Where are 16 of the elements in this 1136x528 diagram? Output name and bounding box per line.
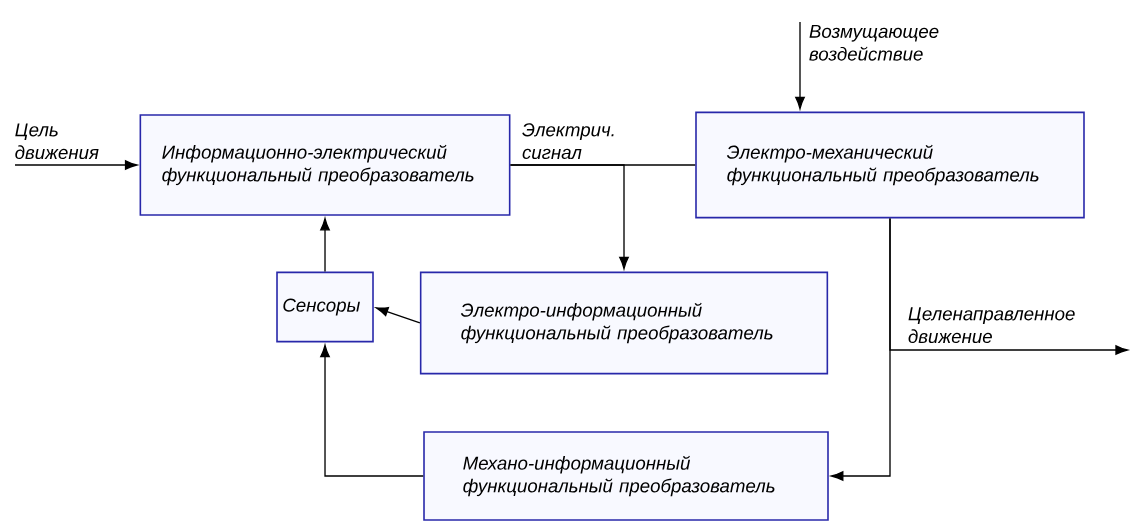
- arrow: [509, 164, 629, 270]
- edge-label: Целенаправленное движение: [908, 307, 1075, 344]
- arrow: [830, 217, 891, 481]
- edge-label: Электрич. сигнал: [522, 123, 614, 160]
- sensor-box: Сенсоры: [276, 271, 374, 343]
- arrow: [320, 344, 424, 477]
- converter-box: Механо-информационный функциональный преобразователь: [423, 431, 829, 521]
- arrow: [795, 21, 805, 110]
- arrow: [14, 160, 138, 170]
- converter-box: Электро-механический функциональный преобразователь: [695, 111, 1085, 219]
- arrow: [375, 306, 421, 324]
- arrow: [320, 217, 330, 273]
- edge-label: Цель движения: [15, 123, 99, 160]
- converter-box: Электро-информационный функциональный преобразователь: [419, 271, 829, 375]
- converter-box: Информационно-электрический функциональный преобразователь: [139, 114, 511, 216]
- edge-label: Возмущающее воздействие: [809, 24, 939, 61]
